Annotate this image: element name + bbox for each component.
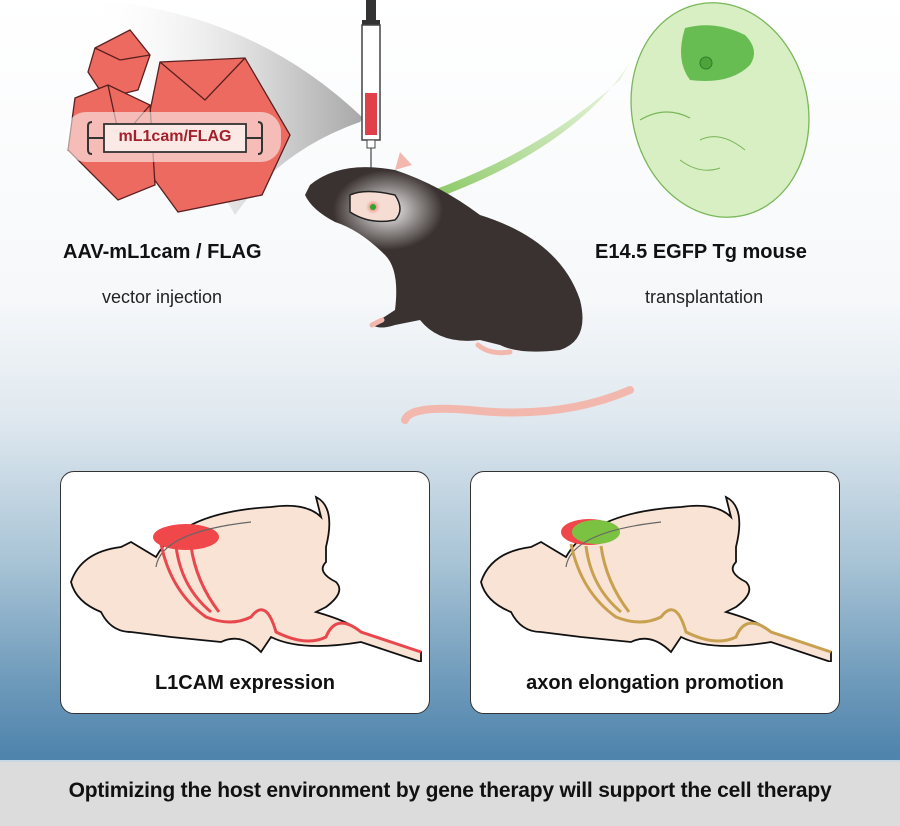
axon-tract-red [159,543,422,654]
axon-tract-elongated [569,543,832,654]
brain-sagittal-icon [70,495,422,662]
transplantation-label: transplantation [645,287,764,307]
panel-caption: axon elongation promotion [526,672,784,694]
host-mouse-icon [305,152,634,424]
itr-left-icon [87,121,104,155]
graft-spot [572,520,620,544]
donor-label: E14.5 EGFP Tg mouse [595,241,807,263]
footer-banner: Optimizing the host environment by gene … [0,760,900,826]
construct-box [103,123,247,153]
syringe-icon [361,0,381,210]
panel-l1cam-expression: L1CAM expression [60,471,430,714]
illustration-layer [66,0,810,424]
vector-injection-label: vector injection [102,287,223,307]
egfp-embryo-icon [630,2,810,218]
brain-sagittal-icon [480,495,832,662]
construct-label: mL1cam/FLAG [118,128,232,145]
panel-axon-elongation: axon elongation promotion [470,471,840,714]
vector-name-label: AAV-mL1cam / FLAG [63,241,262,263]
footer-text: Optimizing the host environment by gene … [68,779,832,802]
panel-caption: L1CAM expression [154,672,336,694]
itr-right-icon [246,121,263,155]
